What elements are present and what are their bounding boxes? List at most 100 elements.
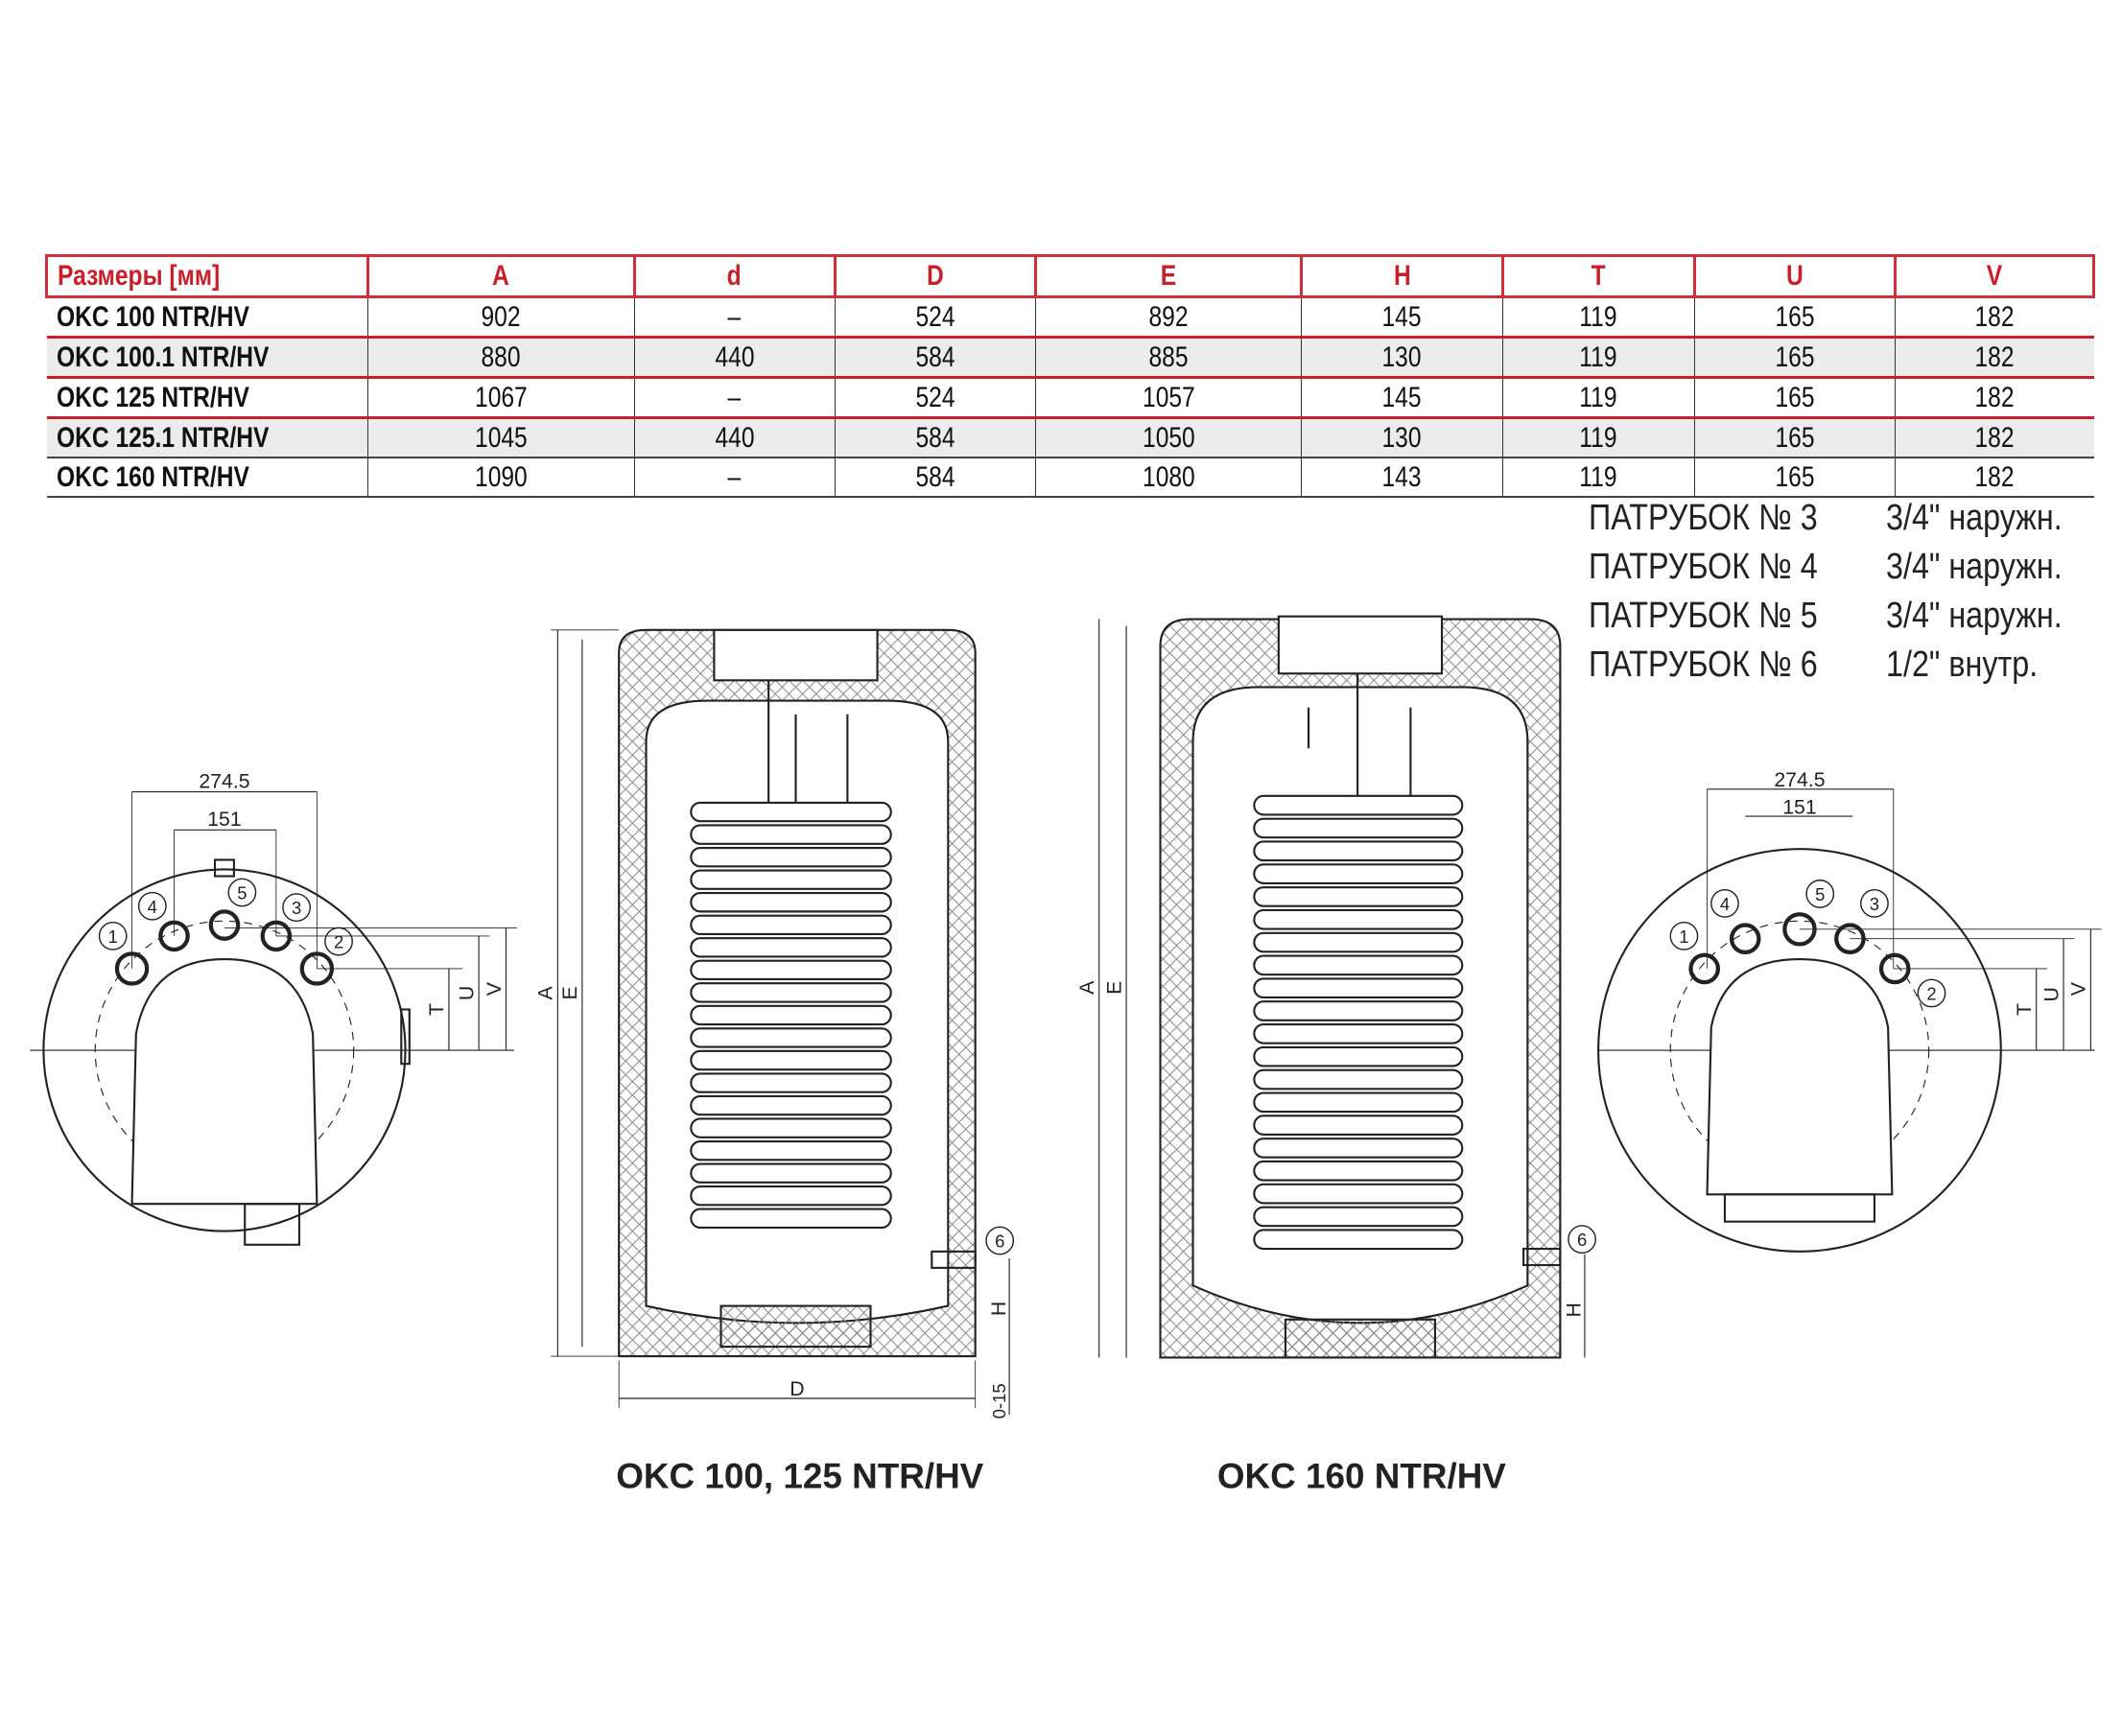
cell-text: 880: [481, 340, 521, 373]
coil-turn: [1253, 977, 1464, 999]
tank-section-100-125: [551, 628, 1015, 1416]
header-label: A: [492, 260, 510, 292]
header-cell: H: [1300, 254, 1504, 298]
cell-text: OKC 125 NTR/HV: [56, 381, 249, 413]
header-cell: d: [632, 254, 837, 298]
cell-text: 440: [715, 421, 755, 454]
coil-turn: [690, 1117, 892, 1138]
value-cell: 145: [1301, 296, 1503, 339]
dim-gap: 0-15: [989, 1383, 1009, 1419]
header-label: d: [727, 260, 743, 292]
coil-turn: [690, 1162, 892, 1184]
coil-turn: [690, 1004, 892, 1026]
note-value: 3/4" наружн.: [1886, 596, 2063, 636]
coil-turn: [690, 1139, 892, 1161]
value-cell: 880: [367, 336, 635, 379]
cell-text: –: [727, 460, 742, 493]
value-cell: 182: [1894, 457, 2094, 498]
cell-text: 1050: [1142, 421, 1195, 454]
note-label: ПАТРУБОК № 6: [1589, 645, 1818, 685]
cell-text: OKC 125.1 NTR/HV: [56, 421, 269, 454]
cell-text: 524: [915, 300, 955, 333]
header-label: D: [926, 260, 944, 292]
port-label: 3: [1870, 894, 1879, 914]
value-cell: 1057: [1034, 376, 1302, 419]
coil-turn: [690, 937, 892, 958]
coil-right: [1253, 794, 1464, 1251]
coil-turn: [690, 801, 892, 823]
note-value: 3/4" наружн.: [1886, 498, 2063, 538]
cell-text: 119: [1579, 340, 1617, 373]
cell-text: 130: [1381, 340, 1423, 373]
dim-t-left: T: [425, 1003, 448, 1016]
value-cell: 130: [1301, 336, 1503, 379]
cell-text: 182: [1974, 421, 2015, 454]
header-label: E: [1160, 260, 1177, 292]
coil-turn: [1253, 1091, 1464, 1114]
cell-text: 902: [481, 300, 521, 333]
header-label: Размеры [мм]: [58, 260, 221, 292]
value-cell: 440: [633, 336, 836, 379]
coil-turn: [690, 846, 892, 868]
value-cell: 885: [1034, 336, 1302, 379]
cell-text: 130: [1381, 421, 1423, 454]
value-cell: –: [633, 376, 836, 419]
cell-text: 165: [1775, 460, 1815, 493]
port-circles: [114, 909, 335, 986]
port-label: 1: [1679, 927, 1688, 947]
port-label: 4: [148, 897, 157, 917]
cell-text: 584: [915, 460, 955, 493]
tank-section-160: [1098, 615, 1596, 1359]
coil-turn: [690, 982, 892, 1003]
value-cell: 119: [1501, 376, 1695, 419]
note-row: ПАТРУБОК № 4 3/4" наружн.: [1589, 543, 2093, 592]
port-label: 3: [292, 898, 301, 918]
cell-text: OKC 100.1 NTR/HV: [56, 340, 269, 373]
dim-t-right: T: [2013, 1003, 2036, 1016]
dimensions-table: Размеры [мм] A d D E H T U V OKC 100 NTR…: [45, 254, 2096, 498]
cell-text: –: [727, 381, 742, 413]
port-label-6-right: 6: [1577, 1230, 1587, 1250]
value-cell: 119: [1501, 336, 1695, 379]
value-cell: 584: [834, 457, 1036, 498]
model-cell: OKC 125.1 NTR/HV: [46, 416, 368, 458]
value-cell: 165: [1693, 296, 1896, 339]
cell-text: 1067: [474, 381, 528, 413]
cell-text: 182: [1974, 381, 2015, 413]
cell-text: 584: [915, 340, 955, 373]
value-cell: 902: [367, 296, 635, 339]
value-cell: 130: [1301, 416, 1503, 458]
cell-text: 1090: [474, 460, 528, 493]
port-label: 5: [237, 883, 247, 903]
value-cell: 1050: [1034, 416, 1302, 458]
cell-text: 119: [1579, 421, 1617, 454]
note-label: ПАТРУБОК № 4: [1589, 547, 1818, 587]
header-label: T: [1591, 260, 1606, 292]
model-cell: OKC 160 NTR/HV: [46, 457, 368, 498]
value-cell: 524: [834, 296, 1036, 339]
coil-turn: [1253, 840, 1464, 862]
coil-turn: [690, 1072, 892, 1093]
header-cell: E: [1033, 254, 1304, 298]
cell-text: OKC 100 NTR/HV: [56, 300, 249, 333]
coil-turn: [1253, 1229, 1464, 1251]
header-cell: V: [1893, 254, 2096, 298]
coil-turn: [1253, 1206, 1464, 1228]
header-label: U: [1785, 260, 1804, 292]
value-cell: 1080: [1034, 457, 1302, 498]
note-value: 3/4" наружн.: [1886, 547, 2063, 587]
cell-text: 165: [1775, 421, 1815, 454]
model-cell: OKC 125 NTR/HV: [46, 376, 368, 419]
cell-text: 165: [1775, 340, 1815, 373]
value-cell: 119: [1501, 296, 1695, 339]
dim-h-left: H: [987, 1302, 1010, 1316]
coil-turn: [1253, 794, 1464, 816]
value-cell: 1067: [367, 376, 635, 419]
header-cell: T: [1500, 254, 1696, 298]
